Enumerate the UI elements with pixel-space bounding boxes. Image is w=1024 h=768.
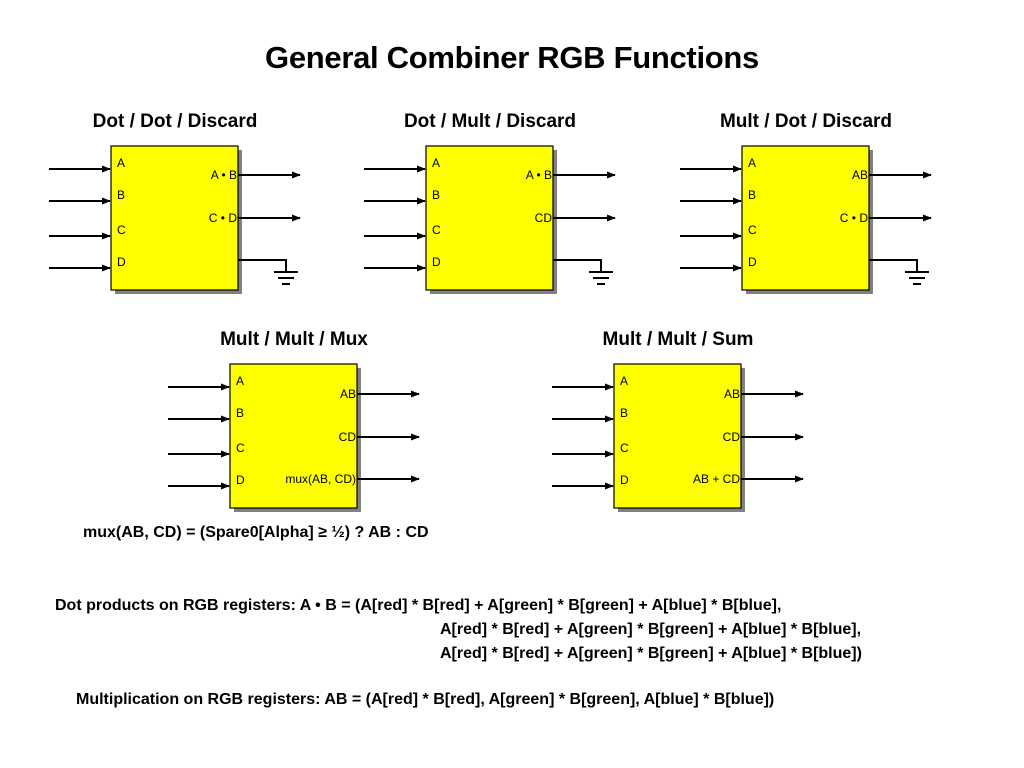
output-label: CD (339, 430, 357, 444)
dot-products-line-1: Dot products on RGB registers: A • B = (… (55, 597, 782, 614)
combiner-box (229, 363, 358, 509)
output-label: A • B (526, 168, 552, 182)
input-label: D (117, 255, 126, 269)
input-label: C (748, 223, 757, 237)
output-label: CD (535, 211, 553, 225)
combiner-box (110, 145, 239, 291)
input-label: B (432, 188, 440, 202)
input-label: C (117, 223, 126, 237)
input-label: A (748, 156, 756, 170)
input-label: B (236, 406, 244, 420)
input-label: B (620, 406, 628, 420)
combiner-title-mult-mult-sum: Mult / Mult / Sum (602, 329, 754, 350)
output-label: AB (340, 387, 356, 401)
output-label: CD (723, 430, 741, 444)
input-label: C (620, 441, 629, 455)
ground-icon (238, 259, 298, 285)
input-label: A (432, 156, 440, 170)
input-label: C (236, 441, 245, 455)
dot-products-line-2: A[red] * B[red] + A[green] * B[green] + … (440, 621, 862, 638)
input-label: A (236, 374, 244, 388)
input-label: B (748, 188, 756, 202)
input-label: A (117, 156, 125, 170)
combiner-box (425, 145, 554, 291)
combiner-box (613, 363, 742, 509)
input-label: A (620, 374, 628, 388)
combiner-title-dot-dot-discard: Dot / Dot / Discard (92, 111, 258, 132)
combiner-block-1: A B C D A • B C • D (49, 145, 301, 294)
combiner-box (741, 145, 870, 291)
output-label: C • D (209, 211, 238, 225)
input-label: D (236, 473, 245, 487)
dot-products-line-3: A[red] * B[red] + A[green] * B[green] + … (440, 645, 862, 662)
combiner-title-dot-mult-discard: Dot / Mult / Discard (403, 111, 577, 132)
ground-icon (553, 259, 613, 285)
input-label: D (748, 255, 757, 269)
multiplication-formula: Multiplication on RGB registers: AB = (A… (76, 691, 775, 708)
ground-icon (869, 259, 929, 285)
input-label: D (620, 473, 629, 487)
mux-formula: mux(AB, CD) = (Spare0[Alpha] ≥ ½) ? AB :… (83, 524, 429, 541)
output-label: A • B (211, 168, 237, 182)
combiner-title-mult-mult-mux: Mult / Mult / Mux (220, 329, 368, 350)
output-label: mux(AB, CD) (285, 472, 356, 486)
input-label: B (117, 188, 125, 202)
combiner-title-mult-dot-discard: Mult / Dot / Discard (719, 111, 893, 132)
input-label: C (432, 223, 441, 237)
output-label: AB (852, 168, 868, 182)
output-label: AB (724, 387, 740, 401)
output-label: AB + CD (693, 472, 740, 486)
input-label: D (432, 255, 441, 269)
output-label: C • D (840, 211, 869, 225)
page-title: General Combiner RGB Functions (265, 40, 759, 75)
